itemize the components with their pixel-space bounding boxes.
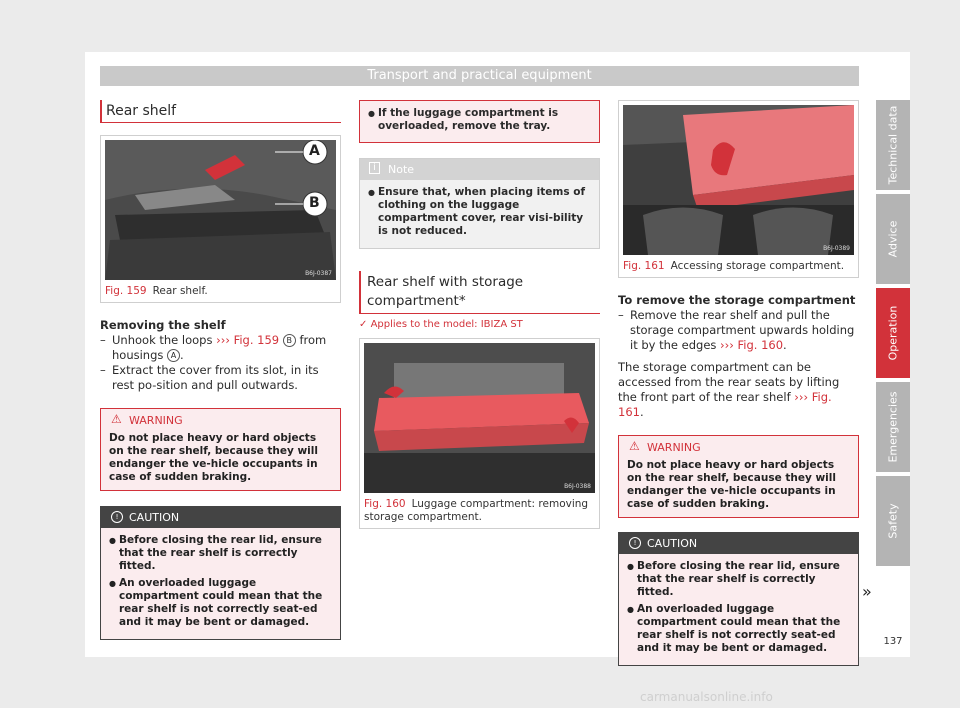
caution-item: An overloaded luggage compartment could … [627,603,850,655]
figure-number: Fig. 159 [105,285,147,297]
step-2: Extract the cover from its slot, in its … [100,363,341,393]
figure-caption-text: Rear shelf. [152,285,208,297]
column-3: B6J-0389 Fig. 161 Accessing storage compa… [618,100,859,666]
label-b: B [309,195,320,211]
letter-b-icon: B [282,334,296,347]
note-label: Note [388,163,415,176]
image-code: B6J-0388 [564,483,591,490]
caution-label: CAUTION [129,511,180,524]
remove-step: Remove the rear shelf and pull the stora… [618,308,859,353]
caution-body: Before closing the rear lid, ensure that… [619,554,858,665]
remove-title: To remove the storage compartment [618,293,856,307]
side-tabs: Technical data Advice Operation Emergenc… [876,100,910,570]
caution-box: ! CAUTION Before closing the rear lid, e… [100,506,341,640]
note-info-icon: i [369,162,380,174]
applies-text: Applies to the model: IBIZA ST [370,319,523,330]
warning-text: Do not place heavy or hard objects on th… [627,459,836,510]
section-title-text: Rear shelf [106,103,177,119]
fig-ref-link[interactable]: ››› Fig. 159 [216,333,280,347]
removing-title: Removing the shelf [100,318,226,332]
figure-number: Fig. 161 [623,260,665,272]
step-1: Unhook the loops ››› Fig. 159 B from hou… [100,333,341,363]
warning-label: WARNING [129,414,183,427]
tray-text: If the luggage compartment is overloaded… [368,107,591,133]
access-compartment-image: B6J-0389 [623,105,854,255]
access-paragraph: The storage compartment can be accessed … [618,360,840,419]
tab-safety[interactable]: Safety [876,476,910,566]
paragraph-text: The storage compartment can be accessed … [618,360,840,404]
caution-label: CAUTION [647,537,698,550]
caution-icon: ! [629,537,641,549]
caution-item: An overloaded luggage compartment could … [109,577,332,629]
step-text: from housings [112,333,327,362]
warning-header: ⚠ WARNING [101,409,340,432]
warning-label: WARNING [647,441,701,454]
caution-item: Before closing the rear lid, ensure that… [627,560,850,599]
page-header: Transport and practical equipment [100,66,859,86]
tab-emergencies[interactable]: Emergencies [876,382,910,472]
warning-box: ⚠ WARNING Do not place heavy or hard obj… [618,435,859,518]
figure-caption-text: Accessing storage compartment. [670,260,845,272]
note-box: i Note Ensure that, when placing items o… [359,158,600,249]
figure-caption-text: Luggage compartment: removing storage co… [364,498,589,523]
tab-label: Safety [886,503,900,539]
step-text: Remove the rear shelf and pull the stora… [630,308,855,352]
caution-item: Before closing the rear lid, ensure that… [109,534,332,573]
remove-section: To remove the storage compartment Remove… [618,293,859,420]
storage-compartment-image: B6J-0388 [364,343,595,493]
rear-shelf-illustration [105,140,336,280]
warning-triangle-icon: ⚠ [111,412,122,426]
checkmark-icon: ✓ [359,319,368,330]
caution-box: ! CAUTION Before closing the rear lid, e… [618,532,859,666]
note-text: Ensure that, when placing items of cloth… [368,186,591,238]
image-code: B6J-0389 [823,245,850,252]
warning-header: ⚠ WARNING [619,436,858,459]
section-title-rear-shelf: Rear shelf [100,100,341,123]
label-a: A [309,143,320,159]
watermark: carmanualsonline.info [640,690,773,704]
tab-technical-data[interactable]: Technical data [876,100,910,190]
applies-line: ✓ Applies to the model: IBIZA ST [359,319,600,330]
warning-text: Do not place heavy or hard objects on th… [109,432,318,483]
tray-box: If the luggage compartment is overloaded… [359,100,600,143]
storage-removal-illustration [364,343,595,493]
section-title-storage: Rear shelf with storage compartment* [359,271,600,314]
step-text: Unhook the loops [112,333,213,347]
column-2: If the luggage compartment is overloaded… [359,100,600,529]
tab-label: Technical data [886,105,900,185]
warning-box: ⚠ WARNING Do not place heavy or hard obj… [100,408,341,491]
figure-caption: Fig. 159 Rear shelf. [105,285,336,298]
figure-161: B6J-0389 Fig. 161 Accessing storage compa… [618,100,859,278]
section-title-text: Rear shelf with storage compartment* [367,274,524,309]
removing-section: Removing the shelf Unhook the loops ››› … [100,318,341,393]
figure-159: A B B6J-0387 Fig. 159 Rear shelf. [100,135,341,303]
figure-number: Fig. 160 [364,498,406,510]
tab-operation[interactable]: Operation [876,288,910,378]
rear-shelf-image: A B B6J-0387 [105,140,336,280]
caution-body: Before closing the rear lid, ensure that… [101,528,340,639]
fig-ref-link[interactable]: ››› Fig. 160 [720,338,784,352]
tab-label: Advice [886,220,900,258]
column-1: Rear shelf A B B6J-0387 Fig. 159 Rear she… [100,100,341,640]
caution-header: ! CAUTION [619,533,858,554]
image-code: B6J-0387 [305,270,332,277]
continue-icon: » [862,582,872,601]
access-illustration [623,105,854,255]
note-body: Ensure that, when placing items of cloth… [360,180,599,248]
tab-advice[interactable]: Advice [876,194,910,284]
warning-triangle-icon: ⚠ [629,439,640,453]
figure-caption: Fig. 161 Accessing storage compartment. [623,260,854,273]
page-number: 137 [883,636,903,647]
caution-icon: ! [111,511,123,523]
tab-label: Emergencies [886,391,900,463]
tab-label: Operation [886,305,900,361]
caution-header: ! CAUTION [101,507,340,528]
fig-ref-link[interactable]: ››› Fig. 161 [618,390,832,419]
note-header: i Note [360,159,599,180]
letter-a-icon: A [167,349,181,362]
